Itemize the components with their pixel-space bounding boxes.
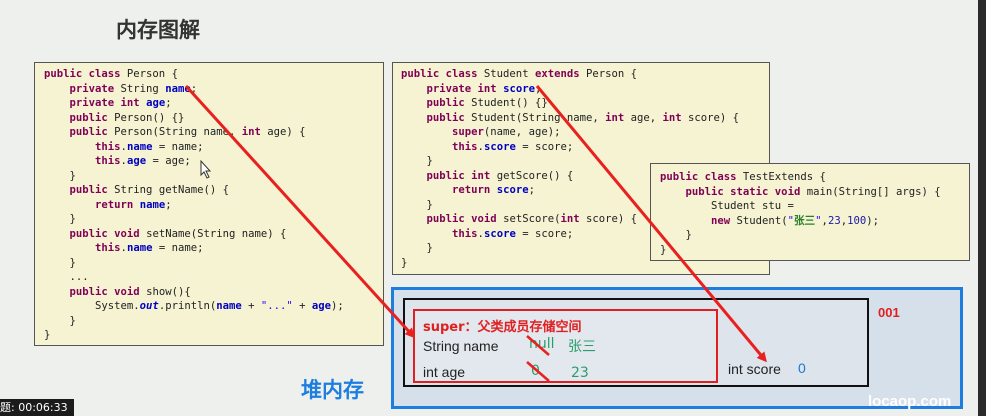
code-line: } xyxy=(401,198,433,211)
name-old-value: null xyxy=(529,336,555,352)
code-line: public String getName() { xyxy=(69,184,229,196)
watermark: locaop.com xyxy=(868,393,952,410)
testextends-class-code: public class TestExtends { public static… xyxy=(650,163,970,261)
code-line: } xyxy=(44,314,76,327)
code-line: System.out.println(name + "..." + age); xyxy=(44,300,344,312)
arrow-score-to-heap xyxy=(535,85,767,363)
age-new-value: 23 xyxy=(571,365,589,381)
code-line: private int age; xyxy=(69,97,172,109)
code-line: } xyxy=(660,243,667,256)
code-line: } xyxy=(44,256,76,269)
code-line: this.age = age; xyxy=(95,155,191,167)
code-line: } xyxy=(44,169,76,182)
code-line: } xyxy=(401,155,433,167)
strike-null xyxy=(526,335,550,356)
name-field-label: String name xyxy=(423,338,499,354)
code-line: public void setScore(int score) { xyxy=(426,213,638,225)
code-line: new Student("张三",23,100); xyxy=(711,214,879,227)
code-line: ... xyxy=(44,271,89,283)
code-line: this.score = score; xyxy=(452,140,574,153)
arrow-name-to-heap xyxy=(184,84,416,339)
age-old-value: 0 xyxy=(531,363,540,379)
code-line: } xyxy=(660,229,692,241)
video-timestamp: 题: 00:06:33 xyxy=(0,399,74,416)
mouse-cursor-icon xyxy=(200,159,212,179)
code-line: return score; xyxy=(452,184,535,196)
super-storage-area xyxy=(413,309,718,383)
code-line: private String name; xyxy=(69,82,198,95)
code-line: public static void main(String[] args) { xyxy=(685,185,941,198)
code-line: public Student() {} xyxy=(426,97,548,109)
name-new-value: 张三 xyxy=(568,339,596,355)
code-line: public Person() {} xyxy=(69,111,185,124)
strike-zero xyxy=(526,361,550,382)
super-label: super：父类成员存储空间 xyxy=(423,320,582,335)
object-address: 001 xyxy=(878,305,900,320)
code-line: this.name = name; xyxy=(95,140,204,153)
code-line: } xyxy=(401,242,433,254)
code-line: public class Person { xyxy=(44,68,178,80)
code-line: } xyxy=(401,256,408,269)
code-line: public void setName(String name) { xyxy=(69,227,287,240)
video-frame-edge xyxy=(978,0,986,416)
code-line: public void show(){ xyxy=(69,285,191,298)
page-title: 内存图解 xyxy=(116,18,200,42)
code-line: this.name = name; xyxy=(95,242,204,254)
code-line: public Student(String name, int age, int… xyxy=(426,111,740,124)
code-line: super(name, age); xyxy=(452,126,561,138)
code-line: private int score; xyxy=(426,82,542,95)
age-field-label: int age xyxy=(423,364,466,380)
heap-memory-label: 堆内存 xyxy=(301,378,364,402)
score-value: 0 xyxy=(798,360,806,376)
code-line: return name; xyxy=(95,198,172,211)
code-line: Student stu = xyxy=(660,200,794,212)
code-line: } xyxy=(44,213,76,225)
code-line: public Person(String name, int age) { xyxy=(69,126,306,138)
code-line: public class TestExtends { xyxy=(660,171,826,183)
code-line: this.score = score; xyxy=(452,227,574,240)
code-line: } xyxy=(44,329,51,341)
code-line: public class Student extends Person { xyxy=(401,68,638,80)
score-field-label: int score xyxy=(728,361,781,377)
code-line: public int getScore() { xyxy=(426,169,574,182)
